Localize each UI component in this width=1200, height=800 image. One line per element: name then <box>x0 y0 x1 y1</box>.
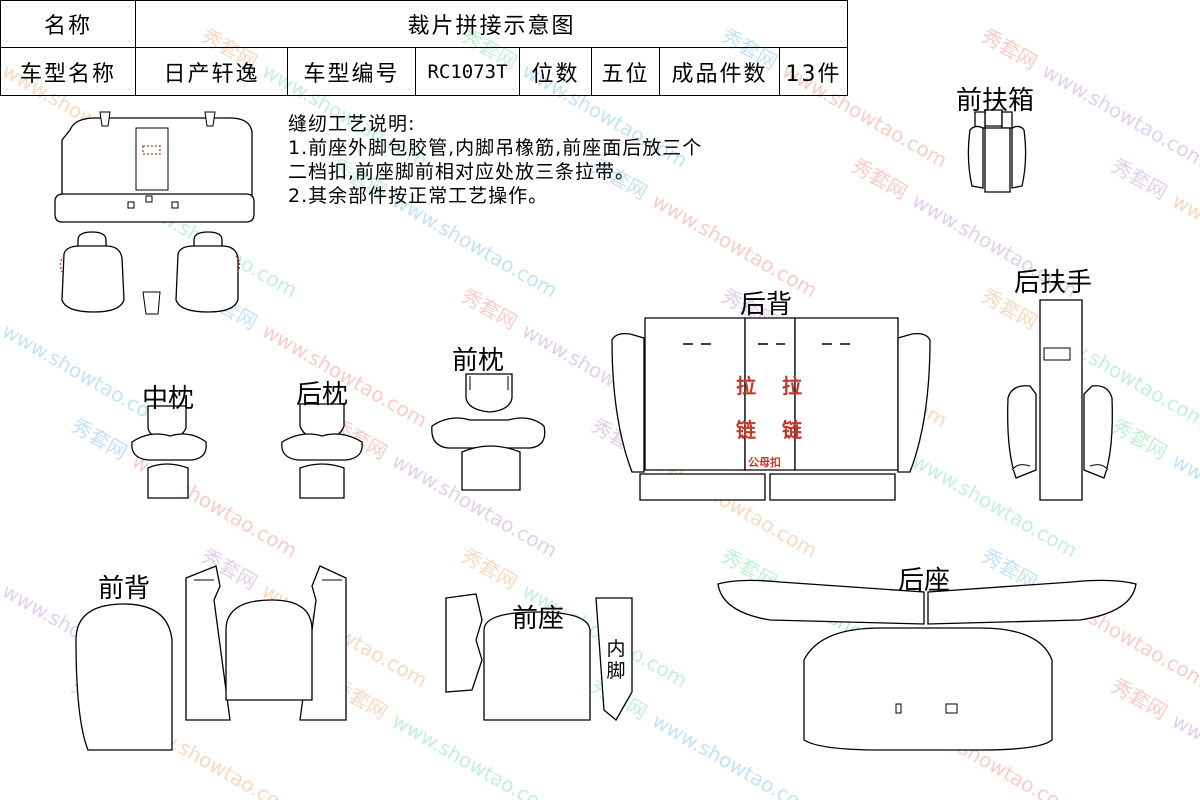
rear-seat-pieces <box>717 579 1137 751</box>
rear-back-pieces <box>611 317 931 501</box>
label-rear-pillow: 后枕 <box>296 380 349 410</box>
model-name-label-cell: 车型名称 <box>0 48 136 96</box>
label-inner-leg: 内 脚 <box>606 638 626 682</box>
notes-line-3: 2.其余部件按正常工艺操作。 <box>288 185 549 207</box>
model-code-label-cell: 车型编号 <box>288 48 416 96</box>
header-row-1: 名称 裁片拼接示意图 <box>0 0 848 48</box>
zipper-mark-left-1: 拉 <box>736 374 756 398</box>
zipper-mark-right-1: 拉 <box>782 374 802 398</box>
notes-line-1: 1.前座外脚包胶管,内脚吊橡筋,前座面后放三个 <box>288 137 703 159</box>
label-front-pillow: 前枕 <box>452 346 505 376</box>
label-rear-seat: 后座 <box>898 566 951 596</box>
seats-label-cell: 位数 <box>520 48 592 96</box>
middle-pillow-pieces <box>131 405 207 499</box>
front-seat-pieces <box>445 593 633 721</box>
hook-mark: 公母扣 <box>748 456 781 469</box>
seat-overview <box>54 111 255 315</box>
front-back-pieces <box>75 565 347 751</box>
model-name-cell: 日产轩逸 <box>136 48 288 96</box>
header-row-2: 车型名称 日产轩逸 车型编号 RC1073T 位数 五位 成品件数 13件 <box>0 48 848 96</box>
pieces-cell: 13件 <box>780 48 848 96</box>
front-pillow-pieces <box>431 373 546 491</box>
zipper-mark-left-2: 链 <box>736 418 756 442</box>
zipper-mark-right-2: 链 <box>782 418 802 442</box>
notes-heading: 缝纫工艺说明: <box>288 113 416 135</box>
rear-pillow-pieces <box>281 403 363 499</box>
label-front-armrest-box: 前扶箱 <box>956 86 1035 116</box>
label-middle-pillow: 中枕 <box>142 384 195 414</box>
label-rear-back: 后背 <box>740 290 793 320</box>
header-table: 名称 裁片拼接示意图 车型名称 日产轩逸 车型编号 RC1073T 位数 五位 … <box>0 0 848 96</box>
seats-cell: 五位 <box>592 48 660 96</box>
label-front-back: 前背 <box>98 574 151 604</box>
rear-armrest-pieces <box>1007 299 1113 501</box>
title-cell: 裁片拼接示意图 <box>136 0 848 48</box>
label-front-seat: 前座 <box>512 604 565 634</box>
model-code-cell: RC1073T <box>416 48 520 96</box>
label-rear-armrest: 后扶手 <box>1014 268 1093 298</box>
name-label-cell: 名称 <box>0 0 136 48</box>
sewing-notes: 缝纫工艺说明: 1.前座外脚包胶管,内脚吊橡筋,前座面后放三个 二档扣,前座脚前… <box>288 112 848 208</box>
pieces-label-cell: 成品件数 <box>660 48 780 96</box>
front-armrest-box-pieces <box>967 109 1027 193</box>
notes-line-2: 二档扣,前座脚前相对应处放三条拉带。 <box>288 161 636 183</box>
